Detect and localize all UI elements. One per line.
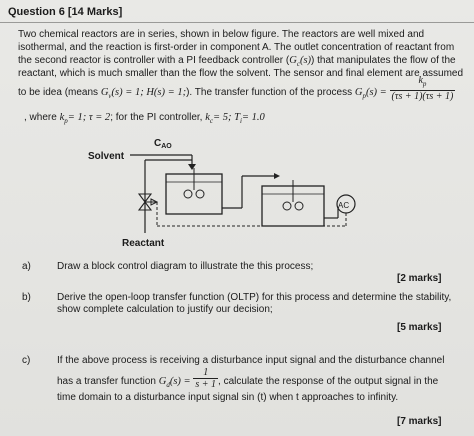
question-b-text-2: show complete calculation to justify our… [57,304,273,315]
disturbance-transfer-function: 1 s + 1 [193,367,219,390]
intro-line-2: isothermal, and the reaction is first-or… [18,42,455,53]
question-a-label: a) [22,261,31,272]
question-b-marks: [5 marks] [397,322,442,333]
control-valve [137,193,153,203]
cao-label: CAO [154,138,172,150]
question-a-marks: [2 marks] [397,273,442,284]
question-c-text-1: If the above process is receiving a dist… [57,355,445,366]
solvent-label: Solvent [88,151,125,162]
question-b-label: b) [22,292,31,303]
intro-line-3: the second reactor is controller with a … [18,55,456,68]
question-c-text-2: has a transfer function Gd(s) = 1 s + 1 … [57,367,439,390]
reactor-diagram: Solvent CAO Reactant [88,138,356,249]
question-c-text-3: time domain to a disturbance input signa… [57,392,399,403]
question-b-text-1: Derive the open-loop transfer function (… [57,292,452,303]
analyzer-label: AC [338,201,349,210]
question-c-label: c) [22,355,31,366]
intro-line-6: , where kp= 1; τ = 2; for the PI control… [24,112,265,125]
intro-line-1: Two chemical reactors are in series, sho… [18,29,425,40]
question-title: Question 6 [14 Marks] [8,6,123,18]
question-a-text: Draw a block control diagram to illustra… [57,261,314,272]
reactant-label: Reactant [122,238,165,249]
process-transfer-function: kp (τs + 1)(τs + 1) [389,75,456,102]
question-c-marks: [7 marks] [397,416,442,427]
intro-line-4: reactant, which is much smaller than the… [18,68,464,79]
header-divider [0,22,474,23]
intro-line-5: to be idea (means Gv(s) = 1; H(s) = 1;).… [18,75,456,102]
